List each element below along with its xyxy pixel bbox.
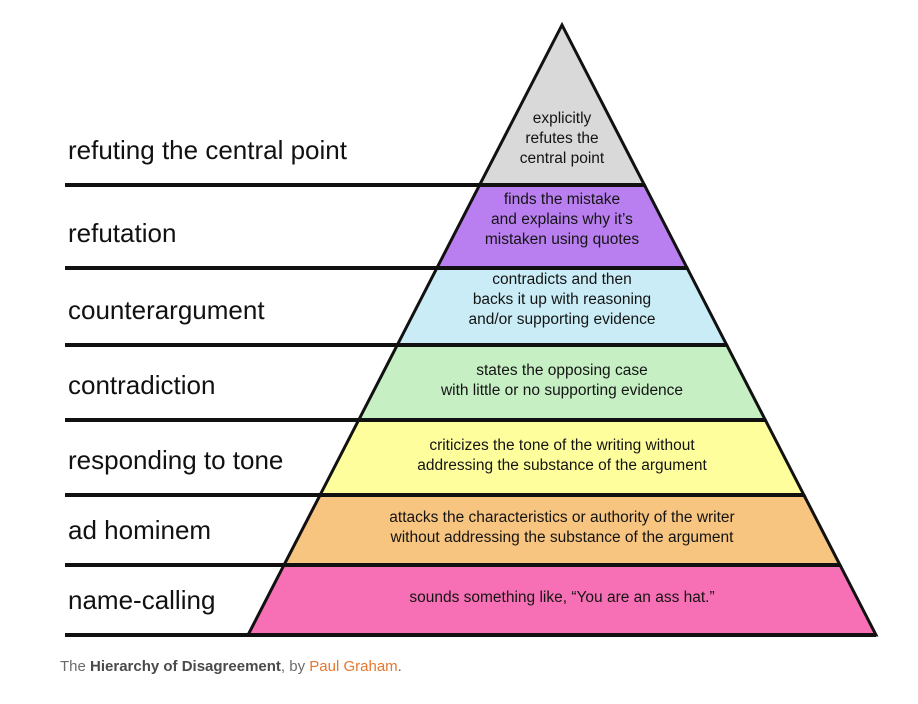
level-description-counterargument: contradicts and then backs it up with re…	[468, 271, 656, 328]
level-description-ad-hominem: attacks the characteristics or authority…	[389, 509, 735, 546]
level-description-name-calling: sounds something like, “You are an ass h…	[409, 589, 715, 606]
level-label-refutation: refutation	[68, 218, 177, 248]
level-description-responding-to-tone: criticizes the tone of the writing witho…	[417, 437, 707, 474]
level-description-refuting-central-point: explicitly refutes the central point	[519, 110, 605, 167]
level-description-contradiction: states the opposing case with little or …	[440, 362, 684, 399]
level-label-refuting-central-point: refuting the central point	[68, 135, 347, 165]
level-label-responding-to-tone: responding to tone	[68, 445, 284, 475]
paul-graham-link[interactable]: Paul Graham	[309, 658, 398, 675]
caption-prefix: The	[60, 658, 91, 675]
caption-mid: , by	[280, 658, 310, 675]
caption: The Hierarchy of Disagreement, by Paul G…	[60, 658, 402, 675]
level-description-refutation: finds the mistake and explains why it’s …	[484, 191, 640, 248]
level-label-counterargument: counterargument	[68, 295, 265, 325]
level-label-ad-hominem: ad hominem	[68, 515, 212, 545]
level-label-name-calling: name-calling	[68, 585, 216, 615]
level-label-contradiction: contradiction	[68, 370, 216, 400]
caption-suffix: .	[397, 658, 402, 675]
caption-title: Hierarchy of Disagreement	[90, 658, 281, 675]
